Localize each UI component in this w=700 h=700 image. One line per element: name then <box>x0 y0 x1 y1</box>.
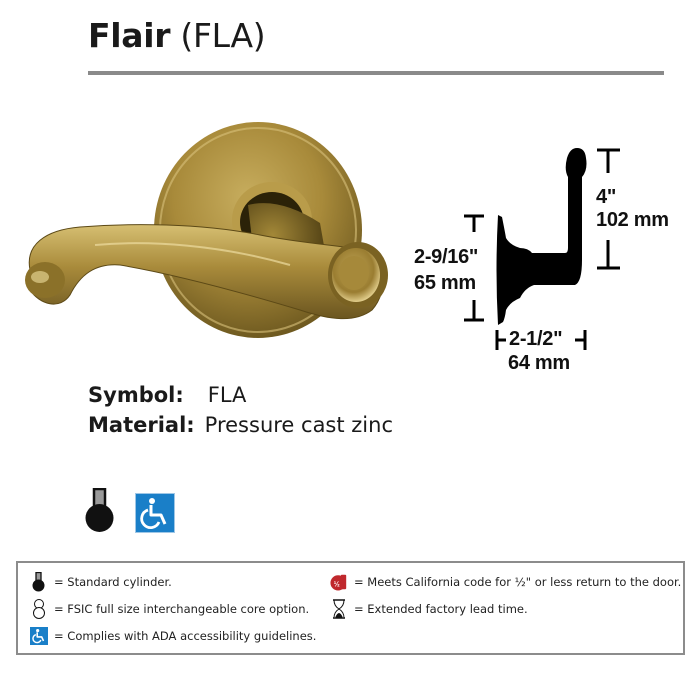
legend-item-standard-cylinder: = Standard cylinder. <box>30 572 172 592</box>
product-code: (FLA) <box>180 16 266 55</box>
spec-material: Material: Pressure cast zinc <box>88 410 393 440</box>
projection-mm: 64 mm <box>508 352 570 374</box>
legend-text: = Extended factory lead time. <box>354 602 528 616</box>
legend-text: = Standard cylinder. <box>54 575 172 589</box>
spec-symbol: Symbol: FLA <box>88 380 393 410</box>
title-divider <box>88 71 664 75</box>
ada-accessible-icon <box>30 627 48 645</box>
product-name: Flair <box>88 16 171 55</box>
spec-value: FLA <box>207 383 247 407</box>
california-code-icon: ½ <box>330 574 347 591</box>
spec-value: Pressure cast zinc <box>204 413 393 437</box>
rose-diameter-inches: 2-9/16" <box>414 246 479 268</box>
projection-inches: 2-1/2" <box>509 328 563 350</box>
legend-item-california-code: ½ = Meets California code for ½" or less… <box>330 572 681 592</box>
legend-box: = Standard cylinder. = FSIC full size in… <box>16 561 685 655</box>
standard-cylinder-icon <box>85 488 114 532</box>
legend-item-fsic-core: = FSIC full size interchangeable core op… <box>30 599 309 619</box>
svg-text:½: ½ <box>334 580 340 589</box>
ada-accessible-icon <box>135 493 175 533</box>
legend-text: = Complies with ADA accessibility guidel… <box>54 629 317 643</box>
fsic-core-icon <box>33 599 45 619</box>
standard-cylinder-icon <box>32 572 45 592</box>
dimension-drawing <box>464 148 620 350</box>
spec-list: Symbol: FLA Material: Pressure cast zinc <box>88 380 393 440</box>
legend-item-ada: = Complies with ADA accessibility guidel… <box>30 626 316 646</box>
page-title: Flair (FLA) <box>88 16 266 56</box>
lever-height-mm: 102 mm <box>596 209 669 231</box>
spec-label: Symbol: <box>88 383 184 407</box>
legend-item-lead-time: = Extended factory lead time. <box>330 599 528 619</box>
lever-product-image <box>25 122 388 338</box>
legend-text: = Meets California code for ½" or less r… <box>354 575 682 589</box>
legend-text: = FSIC full size interchangeable core op… <box>54 602 310 616</box>
rose-diameter-mm: 65 mm <box>414 272 476 294</box>
lever-height-inches: 4" <box>596 186 617 208</box>
spec-label: Material: <box>88 413 195 437</box>
hourglass-icon <box>333 599 345 619</box>
feature-icons <box>85 488 175 533</box>
